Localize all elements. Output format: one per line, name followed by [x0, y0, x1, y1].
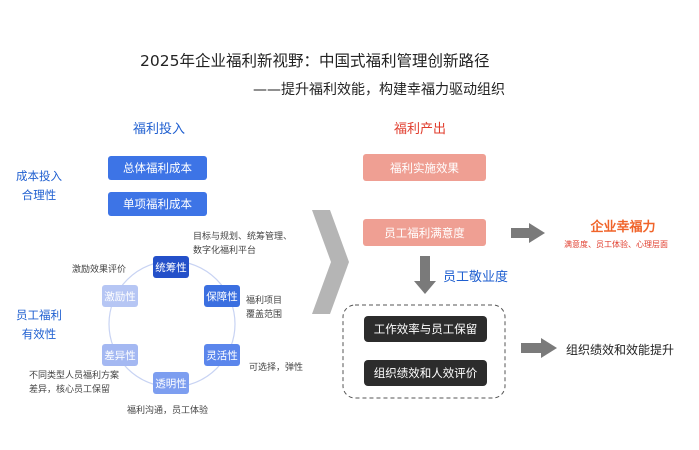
note-chayi: 不同类型人员福利方案 差异，核心员工保留 — [29, 369, 119, 397]
engagement-label: 员工敬业度 — [443, 270, 509, 285]
cycle-ring — [108, 260, 236, 388]
effect-label-line2: 有效性 — [21, 327, 57, 341]
node-jili: 激励性 — [102, 285, 138, 307]
note-linghuo: 可选择，弹性 — [249, 363, 304, 373]
note-tongchou-line2: 数字化福利平台 — [193, 246, 257, 256]
input-heading: 福利投入 — [133, 122, 186, 137]
effect-label-line1: 员工福利 — [16, 308, 62, 322]
node-touming: 透明性 — [153, 372, 189, 394]
result-label: 组织绩效和效能提升 — [566, 343, 675, 357]
node-chayi: 差异性 — [102, 344, 138, 366]
cost-rationality-label: 成本投入 合理性 — [14, 167, 64, 205]
node-linghuo: 灵活性 — [204, 344, 240, 366]
happiness-block: 企业幸福力 满意度、员工体验、心理层面 — [564, 216, 678, 250]
dashed-box — [342, 304, 506, 399]
cost-label-line1: 成本投入 — [16, 169, 62, 183]
evaluation-box: 组织绩效和人效评价 — [364, 360, 487, 386]
arrow-down-icon — [414, 256, 436, 294]
chevron-arrow-icon — [312, 210, 349, 314]
node-baozhang: 保障性 — [204, 285, 240, 307]
happiness-subtitle: 满意度、员工体验、心理层面 — [564, 240, 668, 249]
page-subtitle: ——提升福利效能，构建幸福力驱动组织 — [253, 82, 505, 98]
note-baozhang: 福利项目 覆盖范围 — [246, 294, 282, 322]
arrow-right-icon — [521, 338, 557, 358]
note-touming: 福利沟通，员工体验 — [127, 406, 209, 416]
satisfaction-box: 员工福利满意度 — [363, 219, 486, 246]
page-title: 2025年企业福利新视野：中国式福利管理创新路径 — [140, 52, 490, 70]
note-chayi-line1: 不同类型人员福利方案 — [29, 371, 120, 381]
node-tongchou: 统筹性 — [153, 256, 189, 278]
employee-effectiveness-label: 员工福利 有效性 — [14, 306, 64, 344]
note-jili: 激励效果评价 — [72, 265, 127, 275]
efficiency-box: 工作效率与员工保留 — [364, 316, 487, 342]
happiness-title: 企业幸福力 — [590, 220, 656, 235]
cost-label-line2: 合理性 — [21, 188, 57, 202]
output-heading: 福利产出 — [394, 122, 447, 137]
item-cost-box: 单项福利成本 — [108, 192, 207, 216]
note-baozhang-line1: 福利项目 — [246, 296, 283, 306]
note-baozhang-line2: 覆盖范围 — [246, 310, 283, 320]
total-cost-box: 总体福利成本 — [108, 156, 207, 180]
note-tongchou-line1: 目标与规划、统筹管理、 — [193, 232, 293, 242]
note-chayi-line2: 差异，核心员工保留 — [29, 385, 111, 395]
effect-box: 福利实施效果 — [363, 154, 486, 181]
arrow-right-icon — [511, 223, 545, 243]
note-tongchou: 目标与规划、统筹管理、 数字化福利平台 — [193, 230, 292, 258]
